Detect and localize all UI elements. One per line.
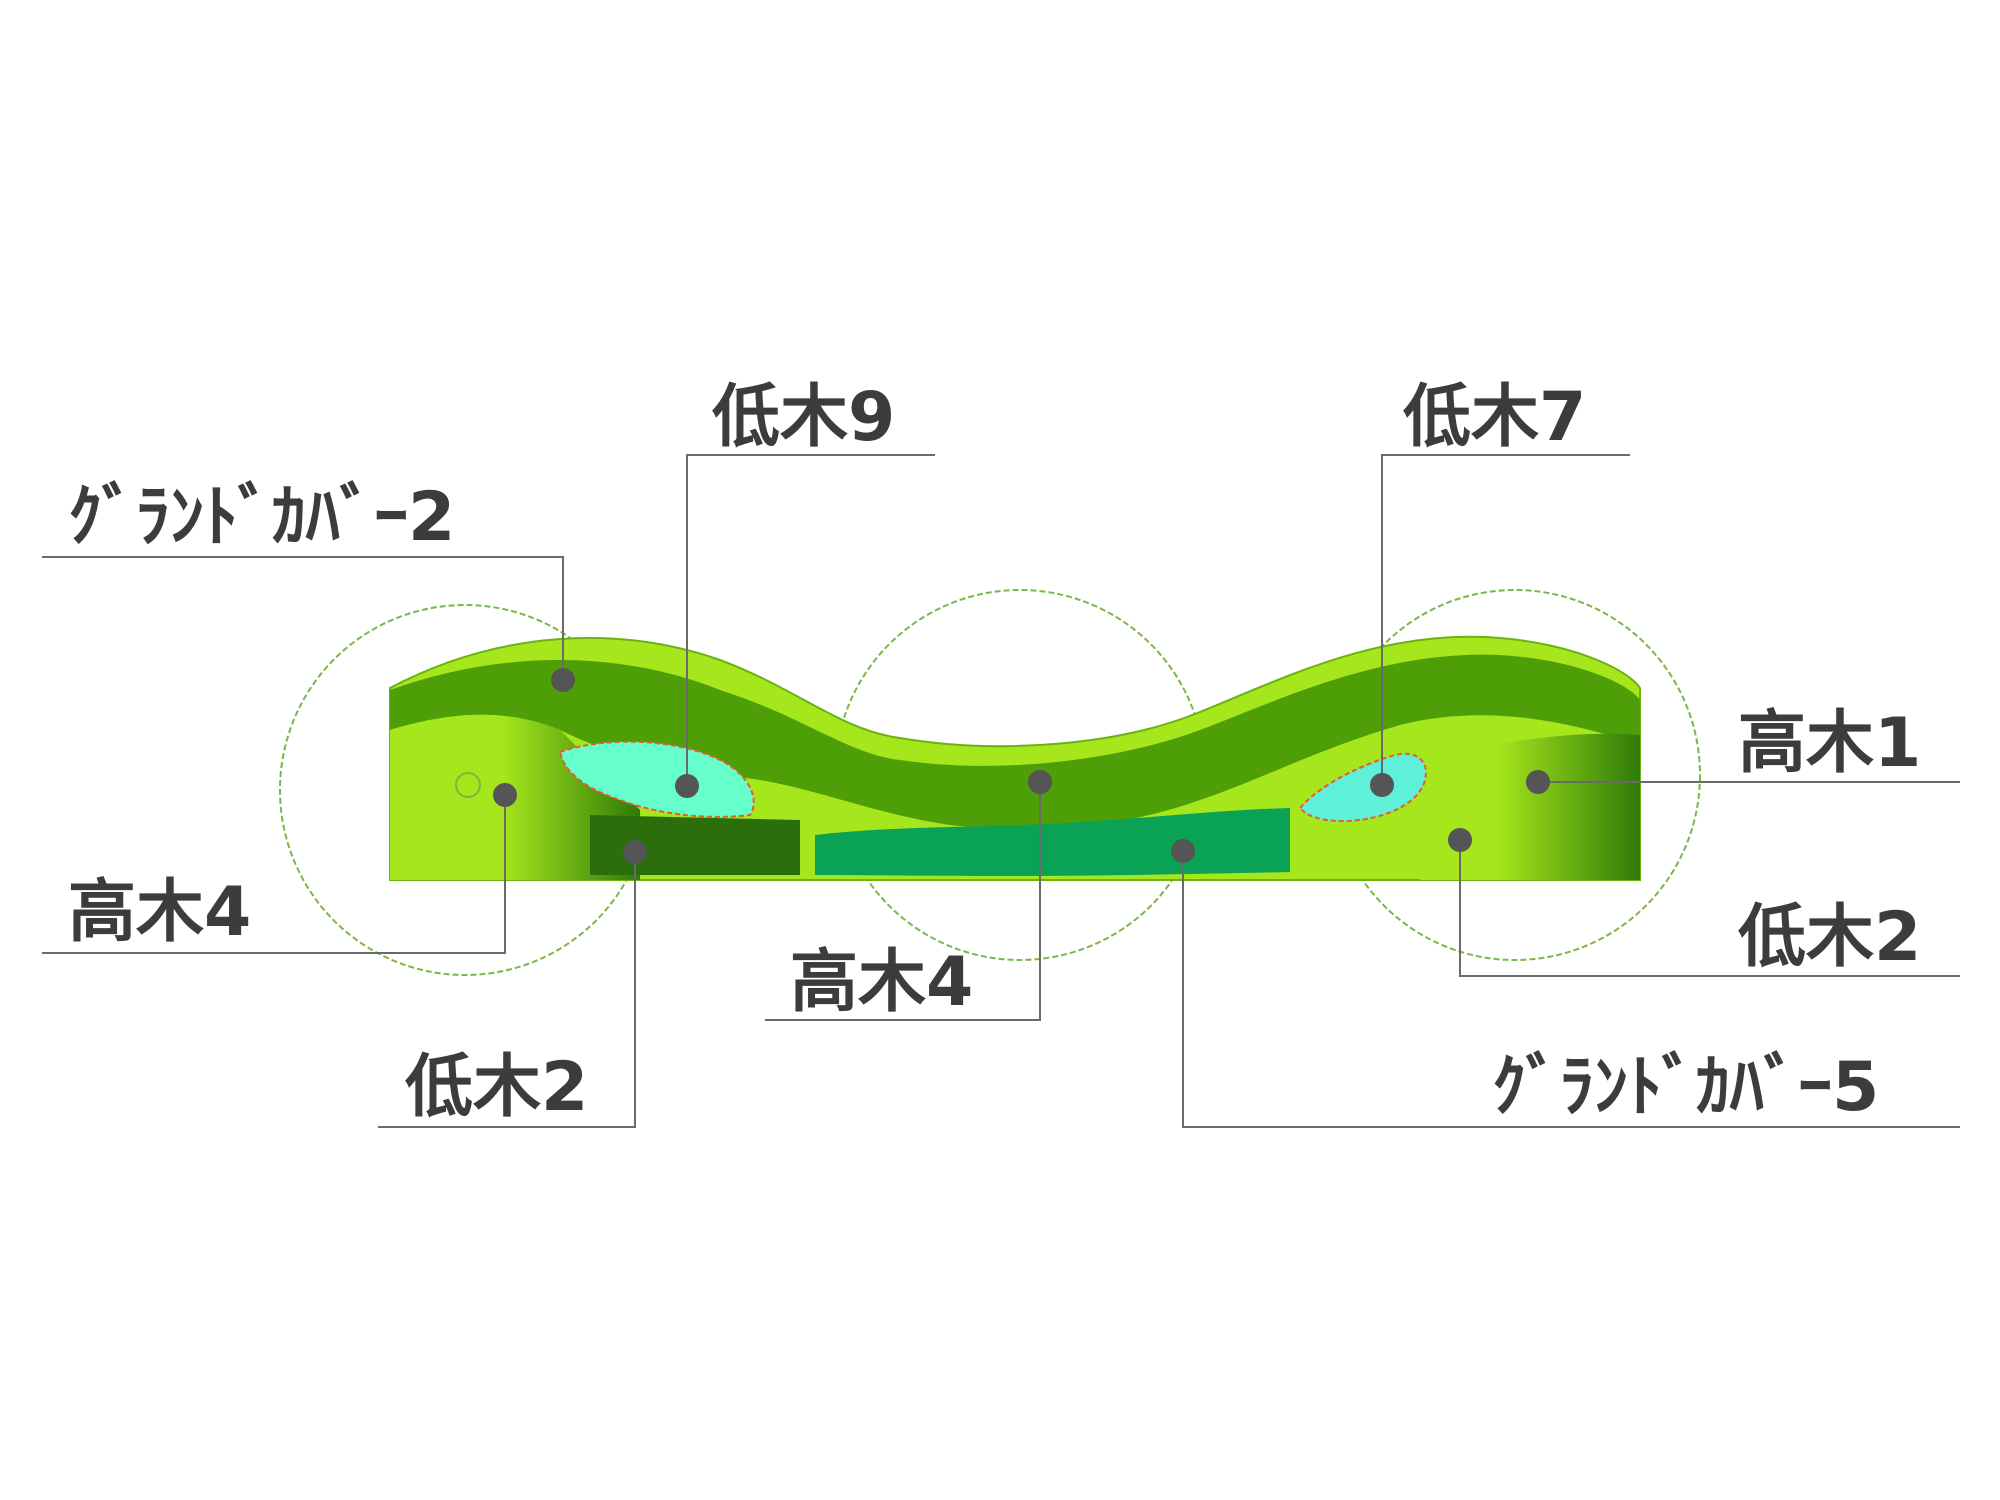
callout-shrub-2-left: 低木2 xyxy=(378,840,647,1128)
label-shrub-2-left: 低木2 xyxy=(405,1048,588,1127)
leader-shrub-9 xyxy=(686,454,935,786)
tree-1-right-area xyxy=(1420,733,1640,880)
callout-ground-cover-2: ｸﾞﾗﾝﾄﾞｶﾊﾞｰ2 xyxy=(42,478,575,692)
leader-tree-4-center xyxy=(765,782,1041,1021)
callout-ground-cover-5: ｸﾞﾗﾝﾄﾞｶﾊﾞｰ5 xyxy=(1171,839,1960,1128)
label-tree-4-center: 高木4 xyxy=(790,943,973,1022)
shrub-7-area xyxy=(1298,752,1427,823)
ground-cover-5-area xyxy=(815,808,1290,876)
shrub-2-left-area xyxy=(590,815,800,875)
marker-tree-4-left xyxy=(493,783,517,807)
label-shrub-2-right: 低木2 xyxy=(1738,898,1921,977)
shrub-9-area xyxy=(558,740,755,818)
marker-tree-4-center xyxy=(1028,770,1052,794)
trunk-mark-icon xyxy=(455,772,481,798)
callout-tree-4-left: 高木4 xyxy=(42,783,517,954)
callout-shrub-7: 低木7 xyxy=(1370,378,1630,797)
label-shrub-9: 低木9 xyxy=(712,378,895,457)
marker-shrub-2-right xyxy=(1448,828,1472,852)
leader-shrub-7 xyxy=(1381,454,1630,785)
callout-shrub-9: 低木9 xyxy=(675,378,935,798)
leader-ground-cover-5 xyxy=(1182,851,1960,1128)
marker-shrub-2-left xyxy=(623,840,647,864)
label-ground-cover-2: ｸﾞﾗﾝﾄﾞｶﾊﾞｰ2 xyxy=(68,478,455,557)
marker-shrub-7 xyxy=(1370,773,1394,797)
leader-tree-4-left xyxy=(42,795,506,954)
callout-tree-1: 高木1 xyxy=(1526,704,1960,794)
leader-shrub-2-left xyxy=(378,852,636,1128)
label-tree-4-left: 高木4 xyxy=(68,873,251,952)
leader-ground-cover-2 xyxy=(42,556,564,680)
marker-shrub-9 xyxy=(675,774,699,798)
label-shrub-7: 低木7 xyxy=(1403,378,1586,457)
marker-tree-1 xyxy=(1526,770,1550,794)
leader-shrub-2-right xyxy=(1459,840,1960,977)
callout-tree-4-center: 高木4 xyxy=(765,770,1052,1022)
marker-ground-cover-2 xyxy=(551,668,575,692)
planting-bed xyxy=(389,635,1641,881)
label-ground-cover-5: ｸﾞﾗﾝﾄﾞｶﾊﾞｰ5 xyxy=(1492,1048,1879,1127)
label-tree-1: 高木1 xyxy=(1738,704,1921,783)
callouts: ｸﾞﾗﾝﾄﾞｶﾊﾞｰ2 低木9 低木7 高木1 高木4 xyxy=(42,378,1960,1128)
ground-cover-2-area xyxy=(390,654,1640,829)
callout-shrub-2-right: 低木2 xyxy=(1448,828,1960,977)
marker-ground-cover-5 xyxy=(1171,839,1195,863)
